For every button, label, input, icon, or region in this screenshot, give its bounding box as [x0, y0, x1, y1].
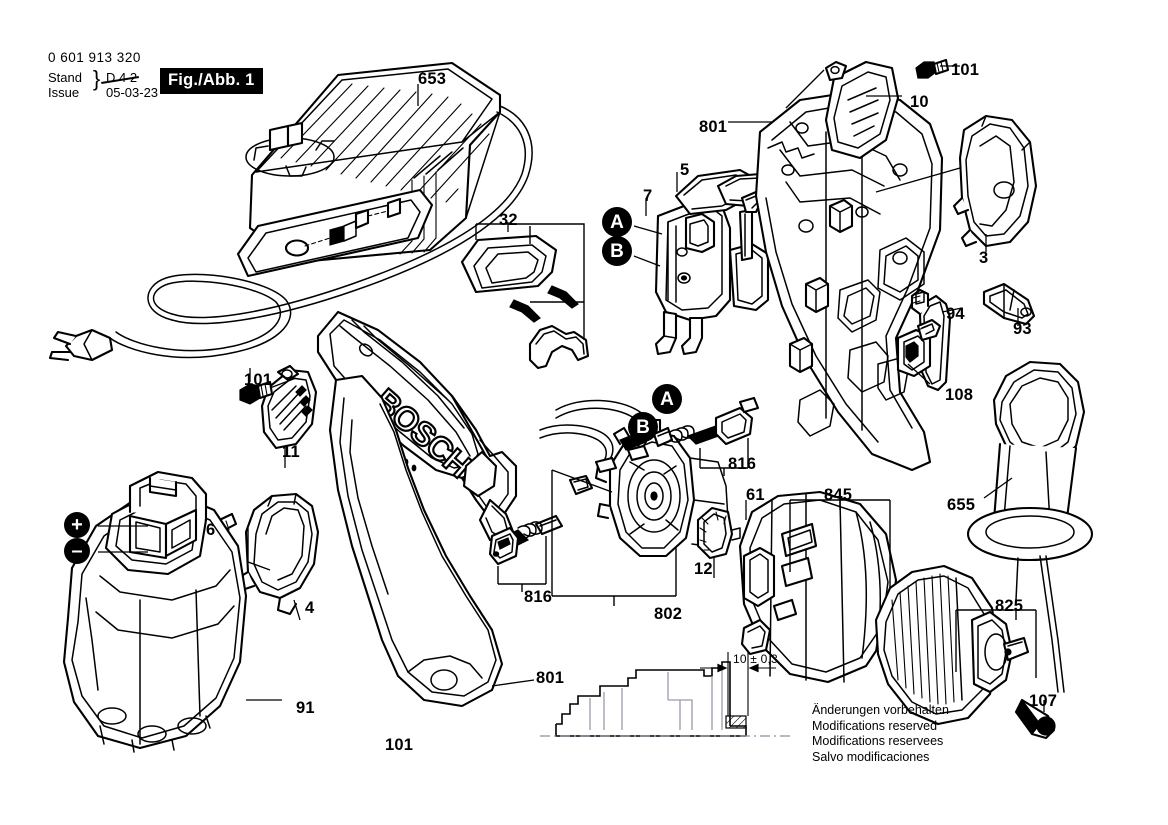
part-cover-set-32 [460, 234, 590, 370]
part-bit-93 [982, 282, 1036, 326]
callout-charger: 653 [418, 70, 447, 88]
callout-battery-91: 91 [296, 699, 315, 717]
stand-label: Stand [48, 70, 82, 85]
issue-value: 05-03-23 [106, 84, 159, 100]
issue-row: Issue } 05-03-23 [48, 84, 159, 101]
callout-screw-11: 101 [244, 371, 273, 389]
callout-bracket-802 [551, 469, 677, 606]
order-number: 0 601 913 320 [48, 50, 141, 65]
part-motor-802 [539, 399, 729, 558]
callout-switch-5: 5 [680, 161, 690, 179]
polarity-badge-plus: + [64, 512, 90, 538]
reference-badge-a-switch: A [602, 207, 632, 237]
callout-chuck-825: 825 [995, 597, 1024, 615]
part-charger-653 [48, 61, 533, 362]
part-belt-clip-11 [260, 364, 318, 450]
callout-collar-4: 4 [305, 599, 315, 617]
callout-cover-3: 3 [979, 249, 989, 267]
callout-pinion-12: 12 [694, 560, 713, 578]
part-collar-4 [236, 492, 320, 616]
callout-bracket-816-bottom [497, 536, 547, 592]
part-clamp-108 [896, 318, 942, 378]
legal-note: Änderungen vorbehalten Modifications res… [812, 703, 949, 765]
callout-bracket-4 [247, 528, 271, 571]
part-stand-655 [966, 360, 1094, 693]
legal-note-en: Modifications reserved [812, 718, 938, 733]
reference-badge-b-switch: B [602, 236, 632, 266]
callout-bracket-816-top [699, 438, 749, 476]
callout-motor-802: 802 [654, 605, 683, 623]
part-drill-body: BOSCH [316, 310, 518, 708]
part-pinion-12 [696, 506, 741, 560]
callout-gearbox-61: 61 [746, 486, 765, 504]
figure-badge: Fig./Abb. 1 [160, 68, 263, 94]
part-screw-101-top [915, 58, 950, 79]
callout-brush-816-top: 816 [728, 455, 757, 473]
reference-badge-a-motor: A [652, 384, 682, 414]
callout-brush-816-bottom: 816 [524, 588, 553, 606]
callout-screw-101-bottom: 101 [385, 736, 414, 754]
callout-lines-32 [475, 222, 585, 340]
callout-funnel-655: 655 [947, 496, 976, 514]
legal-note-de: Änderungen vorbehalten [812, 703, 949, 717]
callout-housing-right: 801 [699, 118, 728, 136]
dimension-label: 10 ± 0,3 [733, 652, 778, 666]
part-cover-3 [952, 114, 1038, 248]
legal-note-es: Salvo modificaciones [812, 749, 930, 764]
callout-belt-clip-11: 11 [282, 443, 300, 461]
callout-cover-set-32: 32 [499, 211, 518, 229]
stand-value: D 4 2 [103, 70, 137, 86]
brace-top: } [92, 66, 101, 92]
callout-switch-7: 7 [643, 187, 653, 205]
polarity-badge-minus: – [64, 538, 90, 564]
callout-clip-10: 10 [910, 93, 929, 111]
callout-gear-set-845: 845 [824, 486, 853, 504]
callout-screw-top: 101 [951, 61, 980, 79]
callout-bracket-825 [955, 609, 1037, 678]
part-brush-816-top [619, 396, 760, 451]
stand-row: Stand } D 4 2 [48, 66, 158, 92]
callout-clamp-108: 108 [945, 386, 974, 404]
callout-bracket-845 [789, 499, 891, 592]
callout-holder-94: 94 [946, 305, 965, 323]
part-battery-91 [62, 470, 248, 753]
part-clip-10 [824, 60, 900, 160]
callout-housing-left-801: 801 [536, 669, 565, 687]
part-brush-816-bottom [488, 514, 564, 566]
reference-badge-b-motor: B [628, 412, 658, 442]
section-profile-801 [540, 652, 790, 737]
callout-screw-107: 107 [1029, 692, 1058, 710]
legal-note-fr: Modifications reservees [812, 734, 944, 748]
issue-label: Issue [48, 84, 80, 100]
part-screw-107 [1014, 698, 1056, 740]
part-screw-101-beltclip [239, 380, 274, 405]
stand-issue-block: Stand } D 4 2 Issue } 05-03-23 [48, 66, 159, 101]
callout-screw-6: 6 [206, 521, 216, 539]
part-chuck-825 [874, 564, 1030, 726]
callout-bit-93: 93 [1013, 320, 1032, 338]
